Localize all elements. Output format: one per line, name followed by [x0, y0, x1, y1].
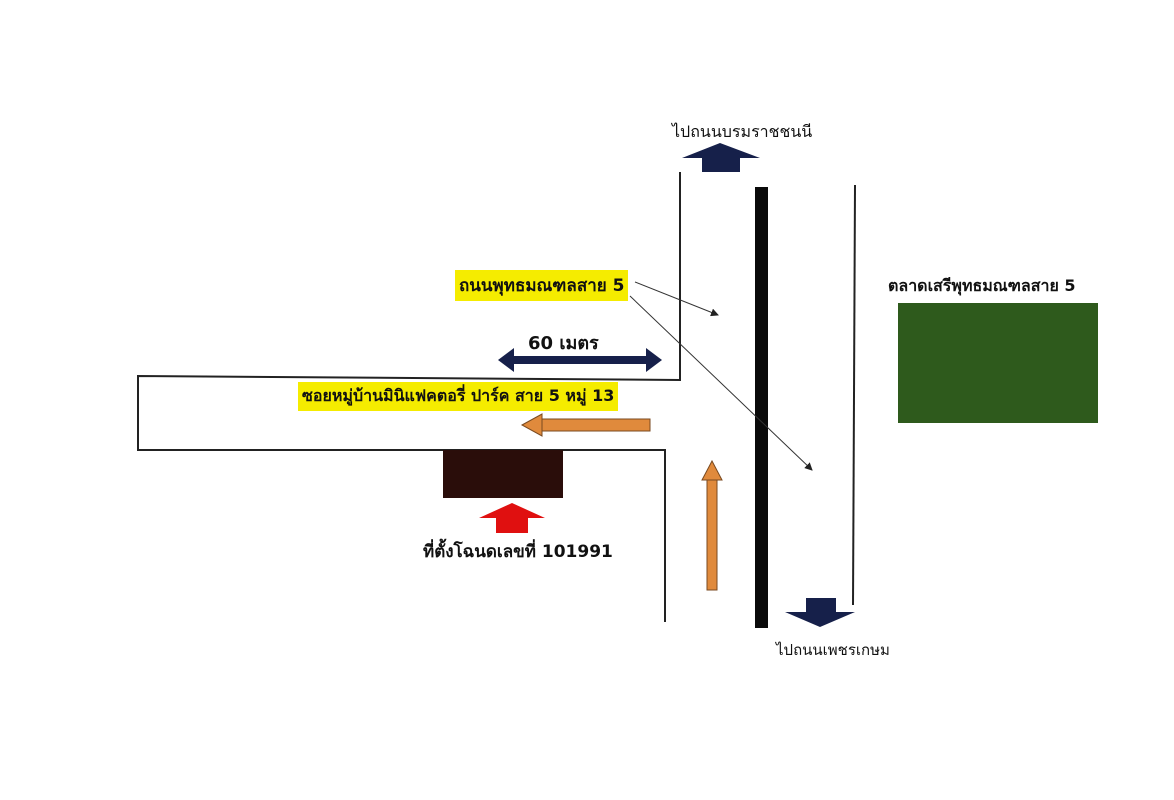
label-main-road: ถนนพุทธมณฑลสาย 5	[455, 270, 629, 301]
direction-arrow-north	[701, 459, 723, 591]
arrow-north	[682, 143, 760, 172]
pointer-line	[634, 281, 719, 317]
distance-arrow	[498, 348, 662, 372]
plot-marker-arrow	[479, 503, 545, 533]
label-distance: 60 เมตร	[528, 333, 599, 354]
pointer-line	[629, 295, 813, 471]
soi-top-edge	[137, 172, 681, 622]
road-median	[755, 187, 768, 628]
label-market: ตลาดเสรีพุทธมณฑลสาย 5	[888, 276, 1076, 295]
label-to-north: ไปถนนบรมราชชนนี	[672, 122, 813, 141]
label-to-south: ไปถนนเพชรเกษม	[776, 641, 890, 659]
label-soi: ซอยหมู่บ้านมินิแฟคตอรี่ ปาร์ค สาย 5 หมู่…	[298, 382, 619, 411]
label-plot: ที่ตั้งโฉนดเลขที่ 101991	[423, 542, 613, 562]
direction-arrow-west	[520, 413, 651, 437]
arrow-south	[785, 598, 855, 627]
plot-building	[443, 450, 563, 498]
market-area	[898, 303, 1098, 423]
main-road-right-edge	[852, 184, 856, 606]
